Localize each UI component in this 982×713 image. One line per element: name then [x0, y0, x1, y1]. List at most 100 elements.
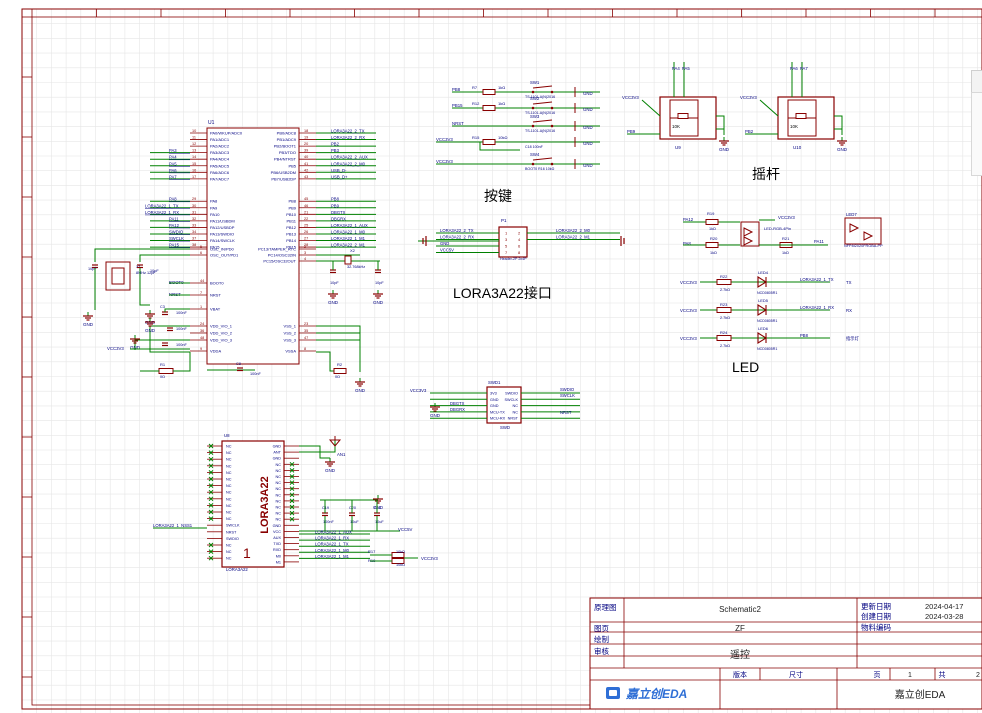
- mcu-pin-number: 18: [304, 129, 308, 133]
- lora-pin-name: NC: [276, 518, 282, 522]
- net-label: PA5: [169, 161, 177, 166]
- lora-pin-name: NC: [226, 478, 232, 482]
- swd-pin-name: 3V3: [490, 392, 497, 396]
- net-label: LORA3A22_1_RX: [315, 536, 349, 541]
- swd-label: SWD: [500, 425, 510, 430]
- mcu-pin-number: 20: [304, 142, 308, 146]
- mcu-pin-name: PA3/ADC3: [210, 150, 230, 155]
- lora-pin-name: NC: [226, 497, 232, 501]
- mcu-pin-number: 17: [192, 175, 196, 179]
- mcu-pin-number: 19: [304, 136, 308, 140]
- lora-pin-name: AUX: [273, 536, 281, 540]
- mcu-pin-number: 15: [192, 162, 196, 166]
- net-label: PB8: [331, 197, 340, 202]
- title-block-value: 2024-04-17: [925, 602, 963, 611]
- net-label: PB9: [627, 129, 636, 134]
- part-value: TS-1101-A(N)2016: [525, 129, 555, 133]
- res-ref: R17: [368, 549, 376, 554]
- nc-marker: [289, 486, 295, 492]
- net-wire: [316, 325, 361, 372]
- net-label: DBGTX: [331, 210, 346, 215]
- net-label: GND: [440, 241, 449, 246]
- title-block-value: 2: [976, 672, 980, 679]
- resistor-symbol: [482, 89, 496, 95]
- lora-pin-name: NRST: [226, 530, 237, 534]
- led-part: NFP8I2020FRGBA-PP: [844, 244, 883, 248]
- mcu-pin-name: PC15/OSC32OUT: [263, 259, 296, 264]
- side-panel-handle[interactable]: [971, 92, 982, 176]
- swd-pin-name: MCU-TX: [490, 410, 505, 414]
- lora-pin-name: NC: [276, 512, 282, 516]
- mcu-pin-number: 48: [200, 336, 204, 340]
- joystick-ref: U10: [793, 145, 802, 150]
- switch-ref: SW1: [530, 80, 540, 85]
- mcu-pin-name: PA0/WKUP/ADC0: [210, 131, 243, 136]
- swd-pin-name: NC: [513, 410, 519, 414]
- led-diode: [757, 304, 768, 316]
- lora-pin-name: NC: [226, 451, 232, 455]
- title-block-value: Schematic2: [719, 605, 761, 614]
- mcu-pin-name: BOOT0: [210, 281, 224, 286]
- gnd-label: GND: [373, 300, 384, 305]
- title-block-value: ZF: [735, 624, 745, 633]
- net-label: LORA3A22_2_M1: [556, 235, 591, 240]
- net-wire: [164, 308, 190, 312]
- title-block-label: 物料编码: [861, 622, 891, 632]
- swd-pin-name: SWCLK: [504, 398, 518, 402]
- nc-marker: [208, 489, 214, 495]
- res-ref: R20: [710, 236, 718, 241]
- lora-pin-name: NC: [226, 517, 232, 521]
- net-label: PA4: [169, 155, 177, 160]
- nc-marker: [289, 504, 295, 510]
- lora-pin-name: NC: [276, 487, 282, 491]
- net-label: LORA3A22_1_NSS1: [153, 523, 193, 528]
- mcu-pin-number: 3: [304, 251, 306, 255]
- mcu-pin-name: VDD_VIO_3: [210, 338, 233, 343]
- swd-pin-name: MCU-RX: [490, 417, 506, 421]
- title-block-label: 页: [874, 671, 881, 679]
- lora-pin-name: NC: [226, 445, 232, 449]
- lora-pin-name: NC: [226, 557, 232, 561]
- cap-value: 100nF: [176, 343, 187, 347]
- nc-marker: [208, 496, 214, 502]
- net-label: LORA3A22_1_M0: [315, 548, 350, 553]
- mcu-pin-name: PC13/TAMPER_RTC: [258, 247, 296, 252]
- header-pin: 7: [505, 250, 508, 255]
- net-label: VCC3V3: [740, 95, 757, 100]
- cap-ref: C3: [160, 305, 165, 309]
- cap-value: 100nF: [176, 327, 187, 331]
- nc-marker: [208, 503, 214, 508]
- net-label: PA12: [683, 217, 694, 222]
- net-label: LORA3A22_2_RX: [440, 235, 474, 240]
- net-label: USB_D-: [331, 168, 347, 173]
- lora-pin-name: NC: [276, 499, 282, 503]
- net-label: PA3: [169, 148, 177, 153]
- swd-pin-name: SWDIO: [505, 392, 518, 396]
- mcu-pin-number: 34: [192, 230, 196, 234]
- res-value: 1kΩ: [709, 227, 716, 231]
- mcu-pin-number: 45: [304, 197, 308, 201]
- mcu-pin-name: PB1/ADC9: [277, 137, 297, 142]
- switch-contact: [550, 106, 554, 110]
- swd-pin-name: NC: [513, 404, 519, 408]
- net-label: PA6: [169, 168, 177, 173]
- res-value: 2.7kΩ: [720, 344, 730, 348]
- section-title-led: LED: [732, 359, 759, 375]
- res-value: 1kΩ: [498, 101, 505, 106]
- swd-header-body: [486, 386, 522, 424]
- title-block-label: 原理图: [594, 603, 617, 612]
- lora-pin-name: TXD: [273, 542, 281, 546]
- swd-pin-name: NRST: [508, 417, 519, 421]
- switch-contact: [531, 90, 535, 94]
- net-label: PA7: [800, 66, 808, 71]
- led-diode: [743, 227, 754, 237]
- nc-marker: [289, 461, 295, 467]
- mcu-pin-number: 47: [304, 336, 308, 340]
- side-panel-tab[interactable]: [971, 70, 982, 94]
- lora-pin1-marker: 1: [243, 545, 251, 561]
- joystick-resistor: [677, 113, 689, 119]
- cap-value: 10pF: [375, 281, 384, 285]
- mcu-pin-number: 6: [200, 251, 202, 255]
